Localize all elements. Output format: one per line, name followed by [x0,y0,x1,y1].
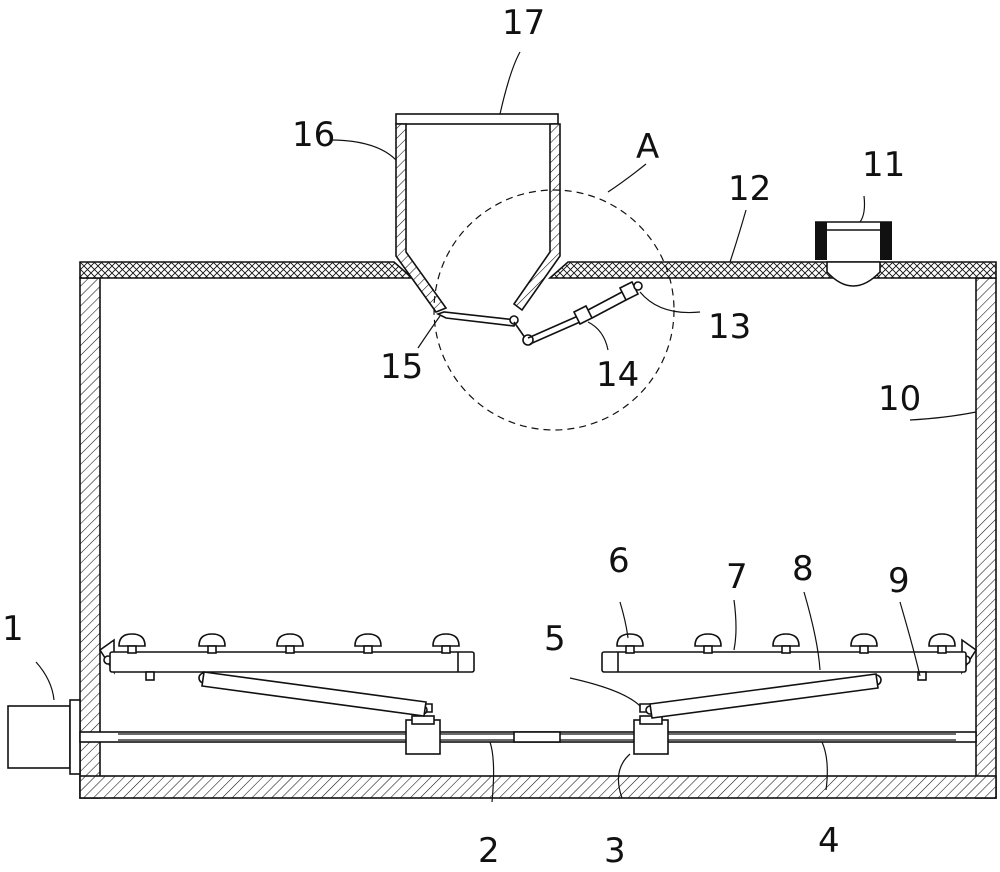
spray-pipe-left [98,633,475,717]
spray-nozzle [772,633,800,654]
label-a: A [636,127,659,167]
motor-body [7,705,71,769]
nozzle-row-right [616,633,956,654]
vent-flange-left [815,222,827,260]
label-15: 15 [380,347,423,387]
label-12: 12 [728,169,771,209]
label-11: 11 [862,145,905,185]
spray-nozzle [616,633,644,654]
motor-flange [69,699,81,775]
spray-nozzle [198,633,226,654]
label-16: 16 [292,115,335,155]
hopper-wall-right [512,123,561,312]
vent-bulb [826,261,881,287]
actuator-cylinder [513,280,643,346]
slider-nut-right [633,703,669,755]
label-10: 10 [878,379,921,419]
hopper [395,113,561,327]
bottom-wall [79,775,997,799]
vent-pipe [815,221,892,287]
label-8: 8 [792,549,814,589]
lead-screw [79,731,977,743]
spray-nozzle [928,633,956,654]
hopper-wall-left [395,123,448,313]
link-arm-left [201,671,427,717]
label-3: 3 [604,831,626,871]
label-7: 7 [726,557,748,597]
label-6: 6 [608,541,630,581]
hopper-flap [435,311,518,327]
spray-nozzle [850,633,878,654]
spray-nozzle [432,633,460,654]
label-5: 5 [544,619,566,659]
left-wall [79,277,101,799]
vent-flange-right [880,222,892,260]
leader-lines [35,51,977,803]
right-wall [975,277,997,799]
label-1: 1 [2,609,24,649]
spray-nozzle [276,633,304,654]
motor [7,699,81,775]
box-body [79,277,997,799]
detail-circle-a [433,189,675,431]
link-arm-right [649,673,879,719]
lid-left [79,261,415,279]
spray-nozzle [694,633,722,654]
labels: 1 2 3 4 5 6 7 8 9 10 11 12 13 14 15 16 1… [2,3,921,871]
lid-right [547,261,997,279]
spray-nozzle [354,633,382,654]
spray-pipe-right [601,633,978,719]
label-4: 4 [818,821,840,861]
label-9: 9 [888,561,910,601]
label-17: 17 [502,3,545,43]
flap-hinge [509,315,519,325]
spray-nozzle [118,633,146,654]
label-14: 14 [596,355,639,395]
nozzle-row-left [118,633,460,654]
label-2: 2 [478,831,500,871]
label-13: 13 [708,307,751,347]
hopper-lid [395,113,559,125]
